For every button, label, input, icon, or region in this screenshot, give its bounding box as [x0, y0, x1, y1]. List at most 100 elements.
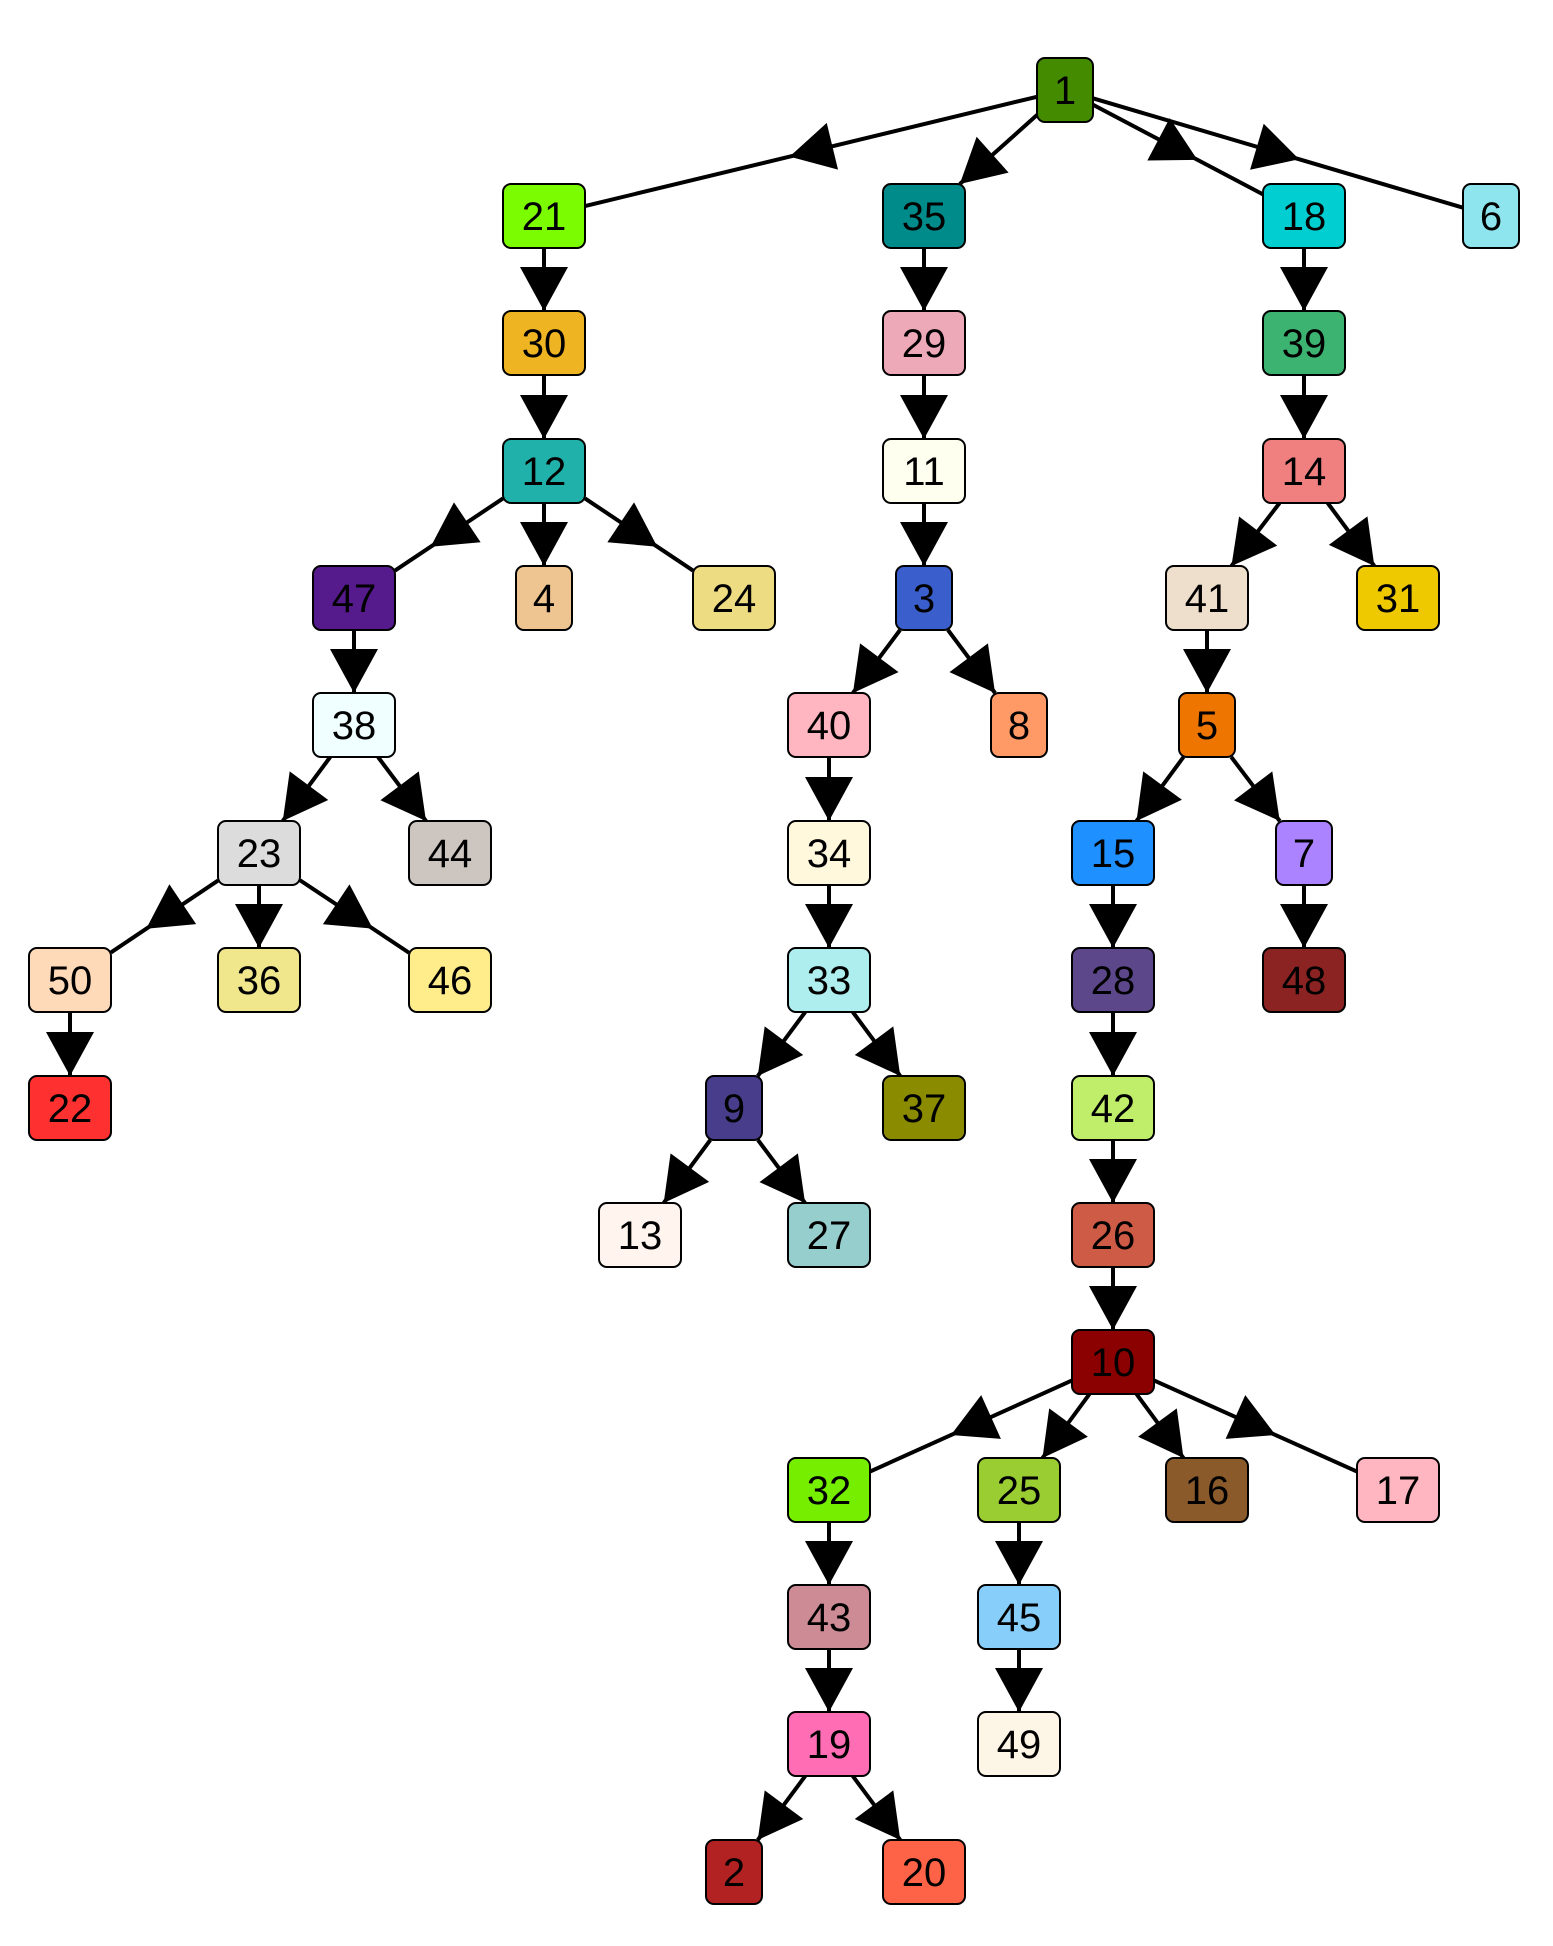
- edge-26-10: [1089, 1267, 1137, 1330]
- arrowhead: [757, 1790, 804, 1840]
- edge-12-24: [583, 496, 695, 573]
- arrowhead: [46, 1032, 94, 1076]
- edge-1-6: [1092, 96, 1464, 210]
- node-label: 10: [1091, 1341, 1136, 1385]
- node-box: [217, 947, 301, 1013]
- edge-10-16: [1134, 1392, 1186, 1460]
- node-label: 26: [1091, 1214, 1136, 1258]
- node-label: 30: [522, 322, 567, 366]
- node-box: [1262, 310, 1346, 376]
- arrowhead: [959, 136, 1009, 184]
- node-5: 5: [1178, 692, 1236, 758]
- edge-33-37: [851, 1010, 902, 1078]
- node-box: [502, 310, 586, 376]
- node-11: 11: [882, 438, 966, 504]
- arrowhead: [900, 267, 948, 311]
- node-label: 3: [913, 577, 935, 621]
- node-label: 50: [48, 959, 93, 1003]
- node-46: 46: [408, 947, 492, 1013]
- node-3: 3: [895, 565, 953, 631]
- node-28: 28: [1071, 947, 1155, 1013]
- node-label: 33: [807, 959, 852, 1003]
- node-box: [1165, 1457, 1249, 1523]
- edge-42-26: [1089, 1140, 1137, 1203]
- edge-47-38: [330, 630, 378, 693]
- arrowhead: [1138, 1408, 1184, 1458]
- node-22: 22: [28, 1075, 112, 1141]
- node-44: 44: [408, 820, 492, 886]
- node-14: 14: [1262, 438, 1346, 504]
- node-label: 15: [1091, 832, 1136, 876]
- node-box: [1165, 565, 1249, 631]
- node-45: 45: [977, 1584, 1061, 1650]
- edge-1-21: [584, 94, 1038, 209]
- node-25: 25: [977, 1457, 1061, 1523]
- arrowhead: [995, 1668, 1043, 1712]
- node-box: [1356, 565, 1440, 631]
- arrowhead: [1234, 771, 1280, 821]
- node-24: 24: [692, 565, 776, 631]
- arrowhead: [1089, 1159, 1137, 1203]
- arrowhead: [1147, 118, 1198, 161]
- node-8: 8: [990, 692, 1048, 758]
- edge-10-17: [1153, 1378, 1358, 1474]
- edge-50-22: [46, 1012, 94, 1076]
- edge-12-47: [393, 496, 505, 573]
- edge-18-39: [1280, 248, 1328, 311]
- node-12: 12: [502, 438, 586, 504]
- node-label: 48: [1282, 959, 1327, 1003]
- arrowhead: [607, 502, 658, 547]
- node-20: 20: [882, 1839, 966, 1905]
- edge-23-36: [235, 885, 283, 948]
- node-box: [882, 438, 966, 504]
- arrowhead: [900, 395, 948, 439]
- node-label: 20: [902, 1851, 947, 1895]
- edge-3-40: [851, 628, 902, 695]
- edge-32-43: [805, 1522, 853, 1585]
- node-42: 42: [1071, 1075, 1155, 1141]
- node-label: 12: [522, 450, 567, 494]
- node-label: 37: [902, 1087, 947, 1131]
- arrowhead: [663, 1153, 710, 1203]
- arrowhead: [1250, 123, 1300, 170]
- node-box: [1071, 820, 1155, 886]
- node-label: 2: [723, 1851, 745, 1895]
- arrowhead: [757, 1026, 804, 1076]
- edge-34-33: [805, 885, 853, 948]
- node-29: 29: [882, 310, 966, 376]
- node-box: [882, 1839, 966, 1905]
- node-36: 36: [217, 947, 301, 1013]
- node-label: 39: [1282, 322, 1327, 366]
- node-box: [977, 1584, 1061, 1650]
- arrowhead: [805, 904, 853, 948]
- arrowhead: [1280, 904, 1328, 948]
- node-6: 6: [1462, 183, 1520, 249]
- edge-7-48: [1280, 885, 1328, 948]
- edge-14-31: [1326, 501, 1376, 568]
- node-4: 4: [515, 565, 573, 631]
- edge-40-34: [805, 757, 853, 821]
- node-label: 44: [428, 832, 473, 876]
- node-label: 8: [1008, 704, 1030, 748]
- edge-5-15: [1134, 755, 1186, 823]
- node-box: [787, 1584, 871, 1650]
- node-label: 29: [902, 322, 947, 366]
- node-box: [787, 947, 871, 1013]
- edge-9-13: [662, 1138, 712, 1205]
- arrowhead: [380, 771, 426, 821]
- node-43: 43: [787, 1584, 871, 1650]
- edge-23-50: [109, 878, 220, 955]
- arrowhead: [950, 1395, 1001, 1439]
- node-label: 5: [1196, 704, 1218, 748]
- node-label: 18: [1282, 195, 1327, 239]
- node-label: 16: [1185, 1469, 1230, 1513]
- arrowhead: [322, 884, 373, 929]
- node-label: 36: [237, 959, 282, 1003]
- node-box: [895, 565, 953, 631]
- edge-38-23: [281, 755, 332, 823]
- node-box: [1275, 820, 1333, 886]
- arrowhead: [430, 502, 481, 547]
- node-label: 28: [1091, 959, 1136, 1003]
- node-label: 34: [807, 832, 852, 876]
- arrowhead: [854, 1790, 901, 1840]
